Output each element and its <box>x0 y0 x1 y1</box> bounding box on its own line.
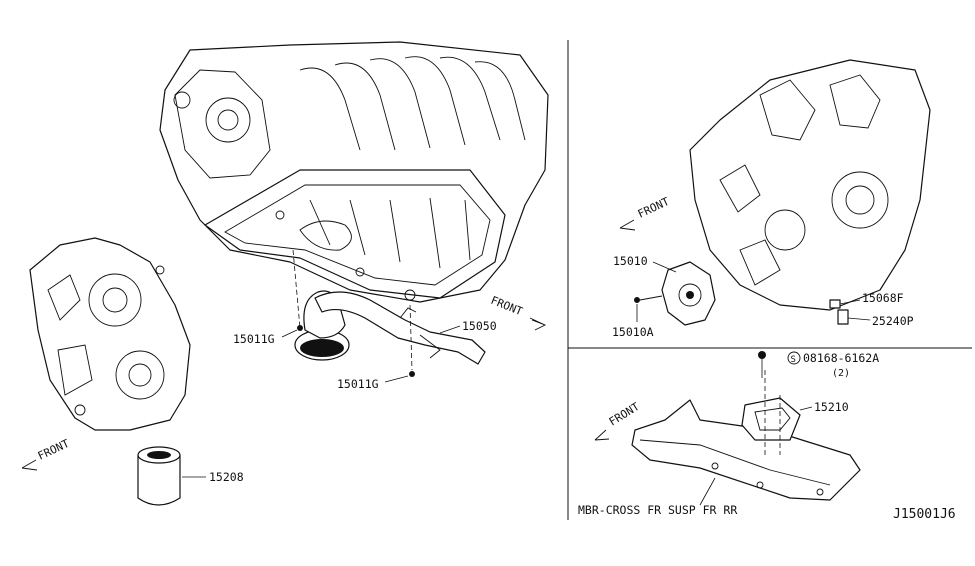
part-label-15011g-upper: 15011G <box>233 332 275 346</box>
diagram-code: J15001J6 <box>893 507 956 522</box>
oil-pump-illustration <box>634 261 716 326</box>
front-label-lower-right: FRONT <box>607 400 642 429</box>
part-label-15010a: 15010A <box>612 325 654 339</box>
part-label-15011g-lower: 15011G <box>337 377 379 391</box>
part-label-25240p: 25240P <box>872 314 914 328</box>
part-label-15208: 15208 <box>209 470 244 484</box>
oil-pressure-switch-illustration <box>829 299 871 325</box>
front-label-left: FRONT <box>36 437 72 463</box>
oil-filter-illustration <box>137 446 206 506</box>
front-cover-illustration <box>29 237 191 431</box>
part-label-mbr-cross: MBR-CROSS FR SUSP FR RR <box>578 503 737 517</box>
front-arrow-left: FRONT <box>21 437 72 471</box>
part-label-15068f: 15068F <box>862 291 904 305</box>
engine-block-oil-pan-illustration <box>159 41 549 303</box>
part-label-15050: 15050 <box>462 319 497 333</box>
bolt-symbol: S <box>787 351 801 365</box>
part-label-08168-6162a: 08168-6162A <box>803 351 879 365</box>
strainer-dash-line <box>292 249 301 329</box>
engine-block-right-illustration <box>689 59 931 311</box>
bolt-symbol-letter: S <box>791 355 796 365</box>
part-label-15010: 15010 <box>613 254 648 268</box>
bolt-15011g-upper <box>281 325 303 338</box>
bolt-15011g-lower <box>384 371 415 383</box>
front-arrow-upper-right: FRONT <box>619 195 672 231</box>
cross-member-illustration <box>631 351 861 506</box>
part-label-quantity: (2) <box>832 368 850 379</box>
front-label-center: FRONT <box>489 294 525 319</box>
front-label-upper-right: FRONT <box>636 195 672 221</box>
part-label-15210: 15210 <box>814 400 849 414</box>
oil-strainer-illustration <box>292 249 486 371</box>
front-arrow-center: FRONT <box>489 294 547 331</box>
